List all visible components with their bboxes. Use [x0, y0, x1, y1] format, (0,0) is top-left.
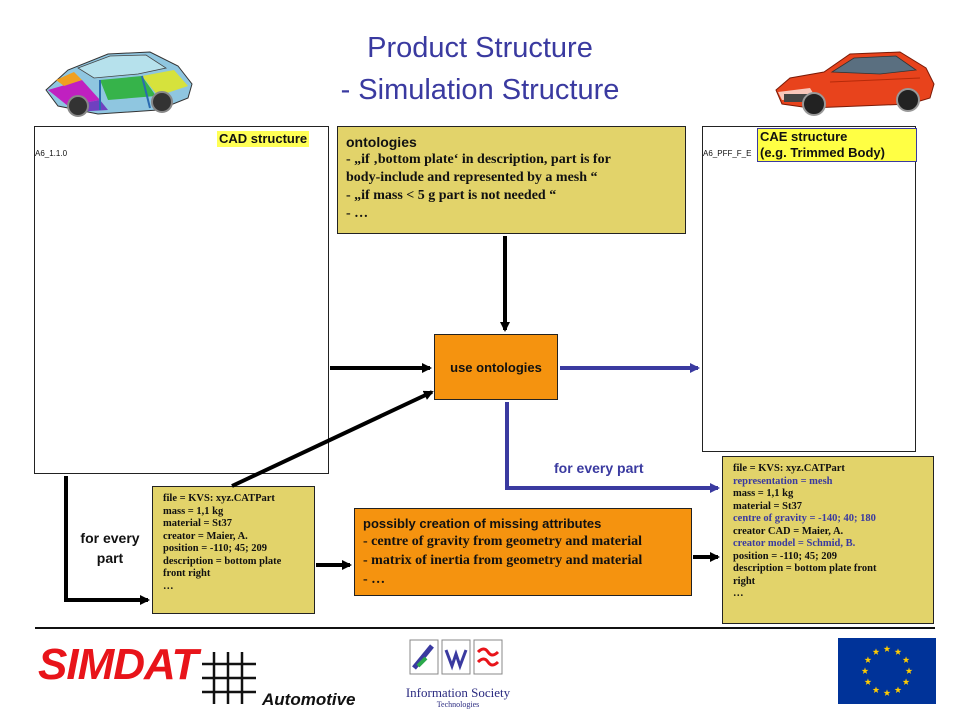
eu-star — [905, 667, 913, 674]
for-every-part-label-right: for every part — [554, 460, 644, 476]
missing-centre-of-gravity: - centre of gravity from geometry and ma… — [363, 534, 642, 549]
cae-structure-label: CAE structure (e.g. Trimmed Body) — [757, 128, 917, 162]
cae-part-attribute: material = St37 — [733, 500, 802, 512]
eu-star — [861, 667, 869, 674]
ontologies-rule-1: - „if ‚bottom plate‘ in description, par… — [346, 152, 611, 167]
cad-part-attribute: description = bottom plate — [163, 555, 282, 567]
cae-tree-node: A6_PFF_F_E — [703, 149, 752, 159]
page-title: Product Structure — [367, 32, 593, 64]
cae-part-attribute: representation = mesh — [733, 475, 833, 487]
for-every-part-left-line-2: part — [96, 550, 124, 566]
cae-structure-panel: A6_PFF_F_E- A6_b2_bar 1K 1K1.872.463.M T… — [702, 126, 916, 452]
eu-star — [872, 686, 880, 693]
cad-structure-label: CAD structure — [217, 131, 310, 147]
cae-part-attribute: file = KVS: xyz.CATPart — [733, 463, 845, 474]
cae-part-attribute: mass = 1,1 kg — [733, 488, 794, 499]
cad-part-attribute: … — [163, 580, 174, 592]
cad-part-attribute: material = St37 — [163, 518, 232, 529]
eu-star — [872, 648, 880, 655]
ontologies-heading: ontologies — [346, 134, 417, 150]
hash-grid-icon — [202, 652, 256, 704]
cad-part-attribute: position = -110; 45; 209 — [163, 543, 267, 554]
cae-part-attribute: centre of gravity = -140; 40; 180 — [733, 513, 876, 524]
for-every-part-label-left: for every part — [68, 528, 152, 568]
cad-part-attribute: front right — [163, 568, 211, 579]
cae-label-line-1: CAE structure — [760, 129, 848, 144]
cad-part-attribute: creator = Maier, A. — [163, 530, 248, 542]
eu-star — [894, 648, 902, 655]
info-society-title: Information Society — [405, 685, 511, 700]
use-ontologies-box: use ontologies — [434, 334, 558, 400]
information-society-logo: Information Society Technologies — [392, 636, 524, 710]
cad-part-attribute: mass = 1,1 kg — [163, 505, 224, 517]
cad-car-model-icon — [45, 51, 193, 117]
simdat-logo-text: SIMDAT — [38, 640, 198, 689]
ontologies-rule-1-cont: body-include and represented by a mesh “ — [346, 170, 598, 185]
for-every-part-left-line-1: for every — [80, 530, 140, 546]
cae-part-attribute: … — [733, 588, 744, 599]
eu-star — [883, 689, 891, 696]
eu-star — [894, 686, 902, 693]
ontologies-rule-more: - … — [346, 206, 369, 221]
footer-divider — [35, 627, 935, 629]
missing-attributes-box: possibly creation of missing attributes … — [354, 508, 692, 596]
missing-more: - … — [363, 572, 386, 587]
cad-tree-node: A6_1.1.0 — [35, 149, 68, 159]
missing-attributes-heading: possibly creation of missing attributes — [363, 516, 602, 531]
eu-star — [883, 645, 891, 652]
cae-part-attribute: creator model = Schmid, B. — [733, 538, 856, 549]
ontologies-rule-2: - „if mass < 5 g part is not needed “ — [346, 188, 557, 203]
info-society-subtitle: Technologies — [436, 700, 480, 709]
eu-star — [902, 656, 910, 663]
cad-tree-list: A6_1.1.0 A6_Projekt ZSB:1:1.0 A6_Z_Vorba… — [35, 149, 328, 159]
use-ontologies-label: use ontologies — [450, 359, 542, 375]
cad-part-attribute: file = KVS: xyz.CATPart — [163, 493, 275, 504]
automotive-label: Automotive — [262, 690, 356, 709]
missing-matrix-of-inertia: - matrix of inertia from geometry and ma… — [363, 553, 643, 568]
eu-star — [864, 656, 872, 663]
page-subtitle: - Simulation Structure — [340, 74, 620, 106]
ontologies-box: ontologies - „if ‚bottom plate‘ in descr… — [337, 126, 686, 234]
cae-part-attribute: position = -110; 45; 209 — [733, 550, 837, 562]
cad-structure-panel: A6_1.1.0 A6_Projekt ZSB:1:1.0 A6_Z_Vorba… — [34, 126, 329, 474]
cae-tree-list: A6_PFF_F_E- A6_b2_bar 1K 1K1.872.463.M T… — [703, 149, 915, 159]
eu-star — [864, 678, 872, 685]
info-society-icons — [409, 639, 503, 675]
cae-part-attribute: creator CAD = Maier, A. — [733, 525, 844, 537]
eu-flag-icon — [838, 638, 936, 704]
cae-part-attribute: description = bottom plate front — [733, 563, 877, 574]
cae-label-line-2: (e.g. Trimmed Body) — [760, 145, 885, 160]
eu-star — [902, 678, 910, 685]
red-car-icon — [775, 51, 935, 116]
cae-part-attribute: right — [733, 575, 756, 587]
